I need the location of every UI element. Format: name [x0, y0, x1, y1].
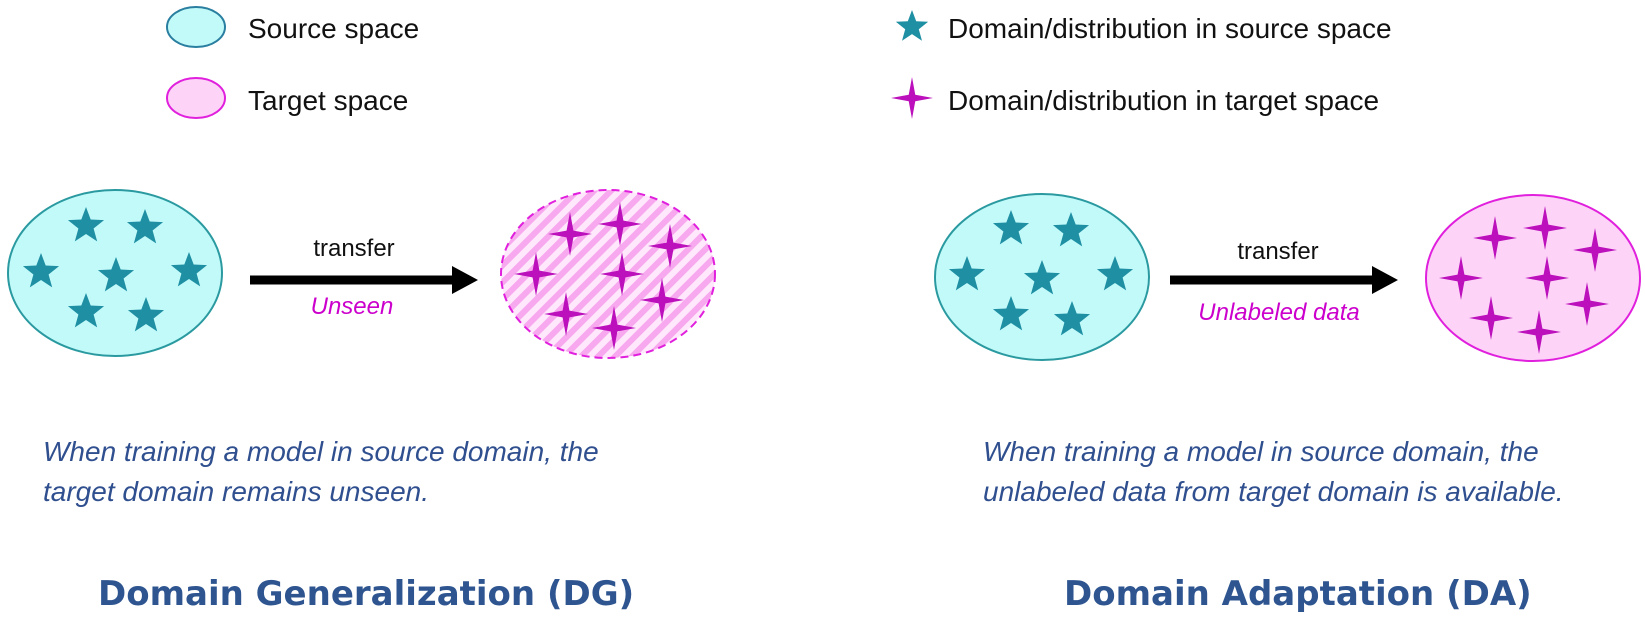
five-point-star-shape — [126, 209, 164, 244]
dg-arrow-label: transfer — [313, 235, 394, 262]
four-point-star-shape — [640, 278, 684, 322]
dg-arrow-sublabel: Unseen — [311, 293, 394, 320]
four-point-star-icon — [514, 252, 558, 296]
five-point-star-icon — [126, 209, 164, 244]
four-point-star-icon — [1565, 282, 1609, 326]
four-point-star-shape — [592, 306, 636, 350]
five-point-star-icon — [127, 297, 165, 332]
four-point-star-icon — [640, 278, 684, 322]
da-arrow-sublabel: Unlabeled data — [1198, 299, 1359, 326]
da-description-line-1: When training a model in source domain, … — [983, 436, 1539, 467]
four-point-star-shape — [1439, 256, 1483, 300]
four-point-star-icon — [600, 252, 644, 296]
five-point-star-icon — [992, 210, 1030, 245]
five-point-star-icon — [948, 256, 986, 291]
five-point-star-shape — [992, 296, 1030, 331]
four-point-star-icon — [1469, 296, 1513, 340]
four-point-star-icon — [548, 212, 592, 256]
five-point-star-icon — [1053, 301, 1091, 336]
five-point-star-icon — [170, 252, 208, 287]
legend: Source space Target space Domain/distrib… — [166, 6, 1392, 119]
four-point-star-icon — [1517, 310, 1561, 354]
four-point-star-icon — [1573, 228, 1617, 272]
four-point-star-shape — [891, 77, 933, 119]
four-point-star-icon — [544, 292, 588, 336]
four-point-star-shape — [1573, 228, 1617, 272]
five-point-star-icon — [1023, 260, 1061, 295]
five-point-star-icon — [67, 207, 105, 242]
four-point-star-shape — [1523, 206, 1567, 250]
dg-description-line-2: target domain remains unseen. — [43, 476, 429, 507]
five-point-star-shape — [97, 257, 135, 292]
legend-target-domain-label: Domain/distribution in target space — [948, 85, 1379, 116]
four-point-star-icon — [1473, 216, 1517, 260]
four-point-star-shape — [1525, 256, 1569, 300]
da-target-domains — [1439, 206, 1617, 354]
five-point-star-shape — [992, 210, 1030, 245]
da-description-line-2: unlabeled data from target domain is ava… — [983, 476, 1564, 507]
five-point-star-shape — [895, 10, 929, 41]
four-point-star-icon — [648, 224, 692, 268]
five-point-star-shape — [948, 256, 986, 291]
legend-source-domain-label: Domain/distribution in source space — [948, 13, 1392, 44]
four-point-star-shape — [648, 224, 692, 268]
da-title: Domain Adaptation (DA) — [1064, 574, 1532, 614]
five-point-star-icon — [97, 257, 135, 292]
legend-source-space-swatch — [166, 6, 226, 48]
four-point-star-icon — [891, 77, 933, 119]
dg-description: When training a model in source domain, … — [43, 432, 599, 512]
five-point-star-icon — [895, 10, 929, 41]
four-point-star-shape — [598, 202, 642, 246]
four-point-star-icon — [598, 202, 642, 246]
four-point-star-shape — [544, 292, 588, 336]
legend-target-space-label: Target space — [248, 85, 408, 116]
five-point-star-shape — [67, 293, 105, 328]
dg-diagram: transfer Unseen — [7, 189, 716, 359]
five-point-star-icon — [1096, 256, 1134, 291]
five-point-star-icon — [992, 296, 1030, 331]
five-point-star-shape — [170, 252, 208, 287]
dg-target-domains — [514, 202, 692, 350]
five-point-star-shape — [127, 297, 165, 332]
four-point-star-shape — [1565, 282, 1609, 326]
four-point-star-icon — [1439, 256, 1483, 300]
da-description: When training a model in source domain, … — [983, 432, 1564, 512]
five-point-star-icon — [22, 253, 60, 288]
five-point-star-shape — [1096, 256, 1134, 291]
five-point-star-icon — [67, 293, 105, 328]
four-point-star-shape — [1469, 296, 1513, 340]
da-arrow-label: transfer — [1237, 238, 1318, 265]
four-point-star-shape — [514, 252, 558, 296]
da-transfer-arrow-head — [1372, 266, 1398, 294]
five-point-star-shape — [22, 253, 60, 288]
four-point-star-shape — [1473, 216, 1517, 260]
dg-description-line-1: When training a model in source domain, … — [43, 436, 599, 467]
four-point-star-icon — [1525, 256, 1569, 300]
five-point-star-icon — [1052, 212, 1090, 247]
five-point-star-shape — [1053, 301, 1091, 336]
dg-title: Domain Generalization (DG) — [98, 574, 635, 614]
legend-target-space-swatch — [166, 77, 226, 119]
four-point-star-shape — [1517, 310, 1561, 354]
legend-source-space-label: Source space — [248, 13, 419, 44]
five-point-star-shape — [1023, 260, 1061, 295]
dg-source-domains — [22, 207, 208, 332]
four-point-star-shape — [600, 252, 644, 296]
da-source-domains — [948, 210, 1134, 336]
dg-transfer-arrow-head — [452, 266, 478, 294]
five-point-star-shape — [1052, 212, 1090, 247]
five-point-star-shape — [67, 207, 105, 242]
four-point-star-shape — [548, 212, 592, 256]
four-point-star-icon — [1523, 206, 1567, 250]
four-point-star-icon — [592, 306, 636, 350]
da-diagram: transfer Unlabeled data — [934, 193, 1641, 362]
